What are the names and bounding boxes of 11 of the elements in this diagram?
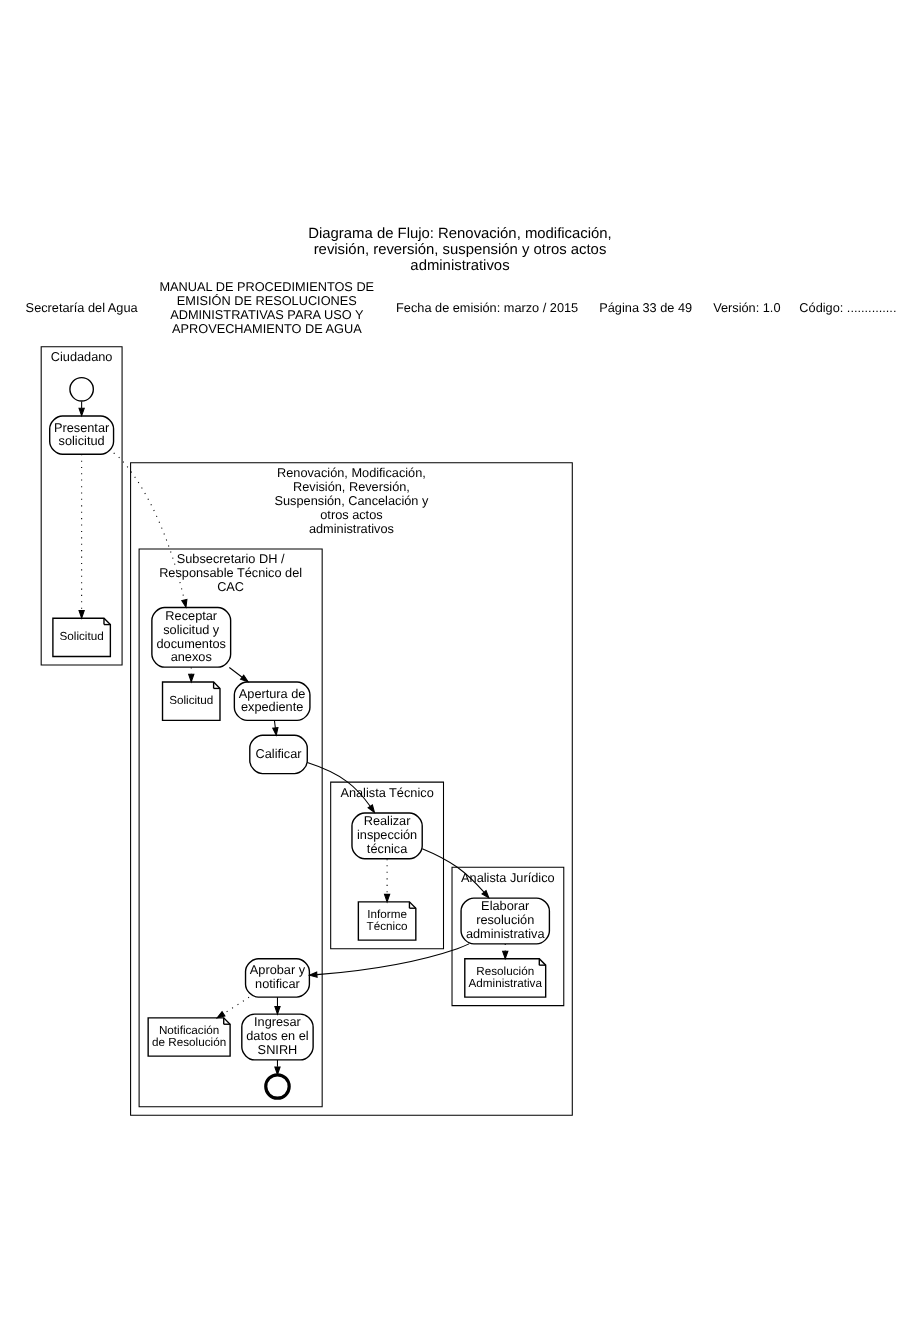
arrow [215, 995, 250, 1018]
arrow [78, 452, 85, 619]
arrow [383, 857, 391, 903]
arrow [271, 718, 279, 736]
arrow [274, 995, 281, 1015]
arrow [113, 451, 188, 608]
arrow [307, 942, 470, 977]
node-circle [264, 1072, 291, 1099]
arrow [78, 399, 85, 417]
arrow [228, 665, 250, 682]
node-circle [69, 375, 95, 401]
